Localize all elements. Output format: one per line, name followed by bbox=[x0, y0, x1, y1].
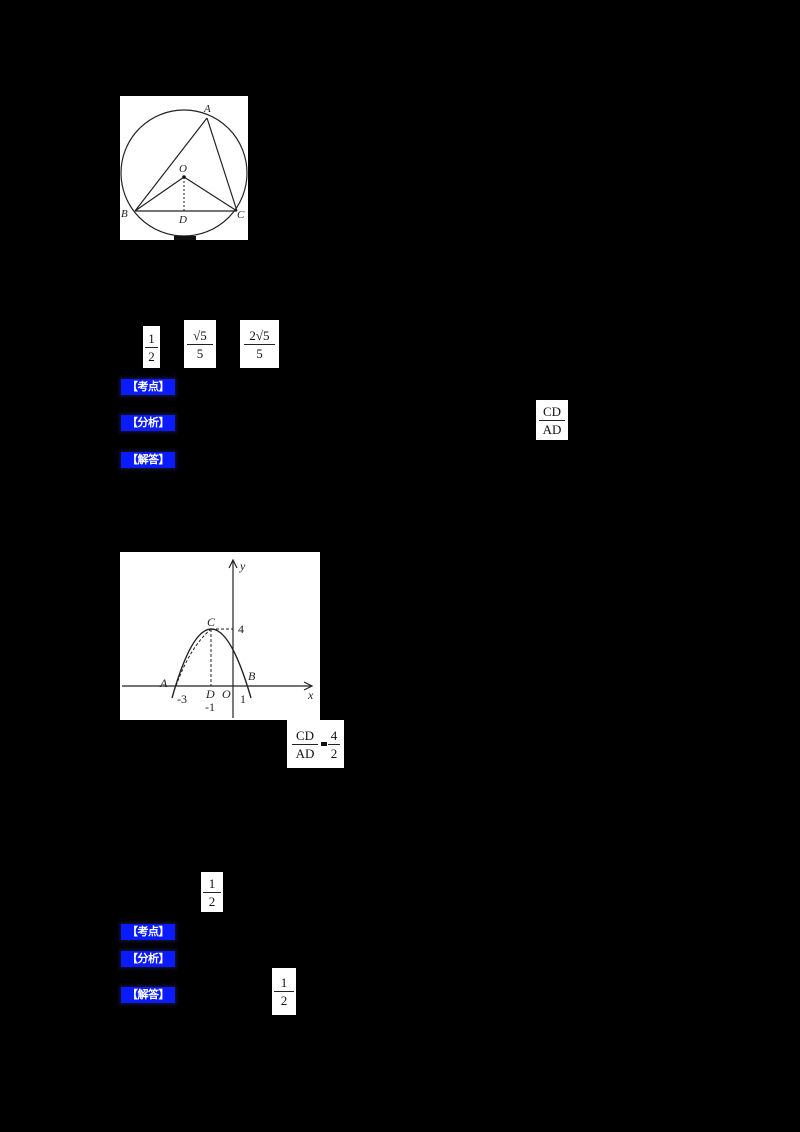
svg-text:B: B bbox=[121, 208, 128, 220]
fraction-numerator: 2√5 bbox=[249, 327, 270, 343]
fraction-numerator: CD bbox=[542, 403, 562, 419]
svg-text:-1: -1 bbox=[205, 700, 215, 714]
svg-text:y: y bbox=[239, 559, 246, 573]
svg-text:A: A bbox=[159, 676, 168, 690]
fraction-denominator: 5 bbox=[256, 345, 263, 361]
svg-text:A: A bbox=[203, 103, 211, 115]
fraction-denominator: 2 bbox=[330, 745, 338, 761]
fraction-numerator: CD bbox=[295, 727, 315, 743]
option-c-fraction: 2√5 5 bbox=[240, 320, 279, 368]
jieda-tag-q3: 【解答】 bbox=[121, 987, 175, 1003]
fraction-bar bbox=[187, 343, 213, 345]
svg-text:-3: -3 bbox=[177, 692, 187, 706]
option-b-fraction: √5 5 bbox=[184, 320, 216, 368]
fraction-bar bbox=[274, 991, 294, 992]
fraction-bar bbox=[144, 346, 159, 348]
svg-text:B: B bbox=[248, 669, 256, 683]
svg-text:D: D bbox=[178, 214, 187, 226]
svg-text:C: C bbox=[237, 209, 245, 221]
fraction-denominator: 5 bbox=[196, 345, 204, 361]
fraction-bar bbox=[243, 343, 276, 345]
fraction-numerator: √5 bbox=[193, 327, 207, 343]
kaodian-tag-q3: 【考点】 bbox=[121, 924, 175, 940]
one-half-fraction: 1 2 bbox=[201, 872, 223, 912]
fraction-numerator: 4 bbox=[330, 727, 338, 743]
fraction-bar bbox=[292, 743, 318, 745]
svg-text:x: x bbox=[307, 688, 314, 702]
fraction-denominator: AD bbox=[542, 421, 562, 437]
cd-ad-fraction: CD AD bbox=[289, 722, 321, 766]
svg-text:1: 1 bbox=[240, 692, 246, 706]
fraction-denominator: 2 bbox=[148, 348, 155, 364]
fenxi-tag-q1: 【分析】 bbox=[121, 415, 175, 431]
svg-text:C: C bbox=[207, 615, 216, 629]
fenxi-cd-ad-fraction: CD AD bbox=[536, 400, 568, 440]
circle-triangle-figure: A O B C D bbox=[120, 96, 248, 240]
fraction-numerator: 1 bbox=[148, 330, 155, 346]
fraction-denominator: 2 bbox=[280, 993, 288, 1008]
fraction-denominator: 2 bbox=[208, 893, 216, 909]
fraction-numerator: 1 bbox=[280, 975, 288, 990]
svg-text:O: O bbox=[179, 163, 187, 175]
option-a-fraction: 1 2 bbox=[143, 326, 160, 368]
svg-text:4: 4 bbox=[238, 622, 244, 636]
four-over-two-fraction: 4 2 bbox=[327, 722, 341, 766]
jieda-one-half-fraction: 1 2 bbox=[272, 968, 296, 1015]
svg-text:O: O bbox=[222, 687, 231, 701]
jieda-tag-q1: 【解答】 bbox=[121, 452, 175, 468]
circle-diagram: A O B C D bbox=[120, 103, 248, 240]
equals-sign bbox=[321, 742, 327, 746]
ratio-expression: CD AD 4 2 bbox=[287, 720, 344, 768]
svg-text:D: D bbox=[205, 687, 215, 701]
fraction-numerator: 1 bbox=[208, 875, 216, 891]
parabola-graph: y x C 4 A B D O -3 -1 1 bbox=[122, 558, 314, 718]
fraction-bar bbox=[328, 743, 340, 745]
fraction-bar bbox=[203, 891, 221, 893]
fraction-denominator: AD bbox=[295, 745, 315, 761]
parabola-figure: y x C 4 A B D O -3 -1 1 bbox=[120, 552, 320, 720]
fenxi-tag-q3: 【分析】 bbox=[121, 951, 175, 967]
fraction-bar bbox=[539, 419, 565, 421]
kaodian-tag-q1: 【考点】 bbox=[121, 379, 175, 395]
